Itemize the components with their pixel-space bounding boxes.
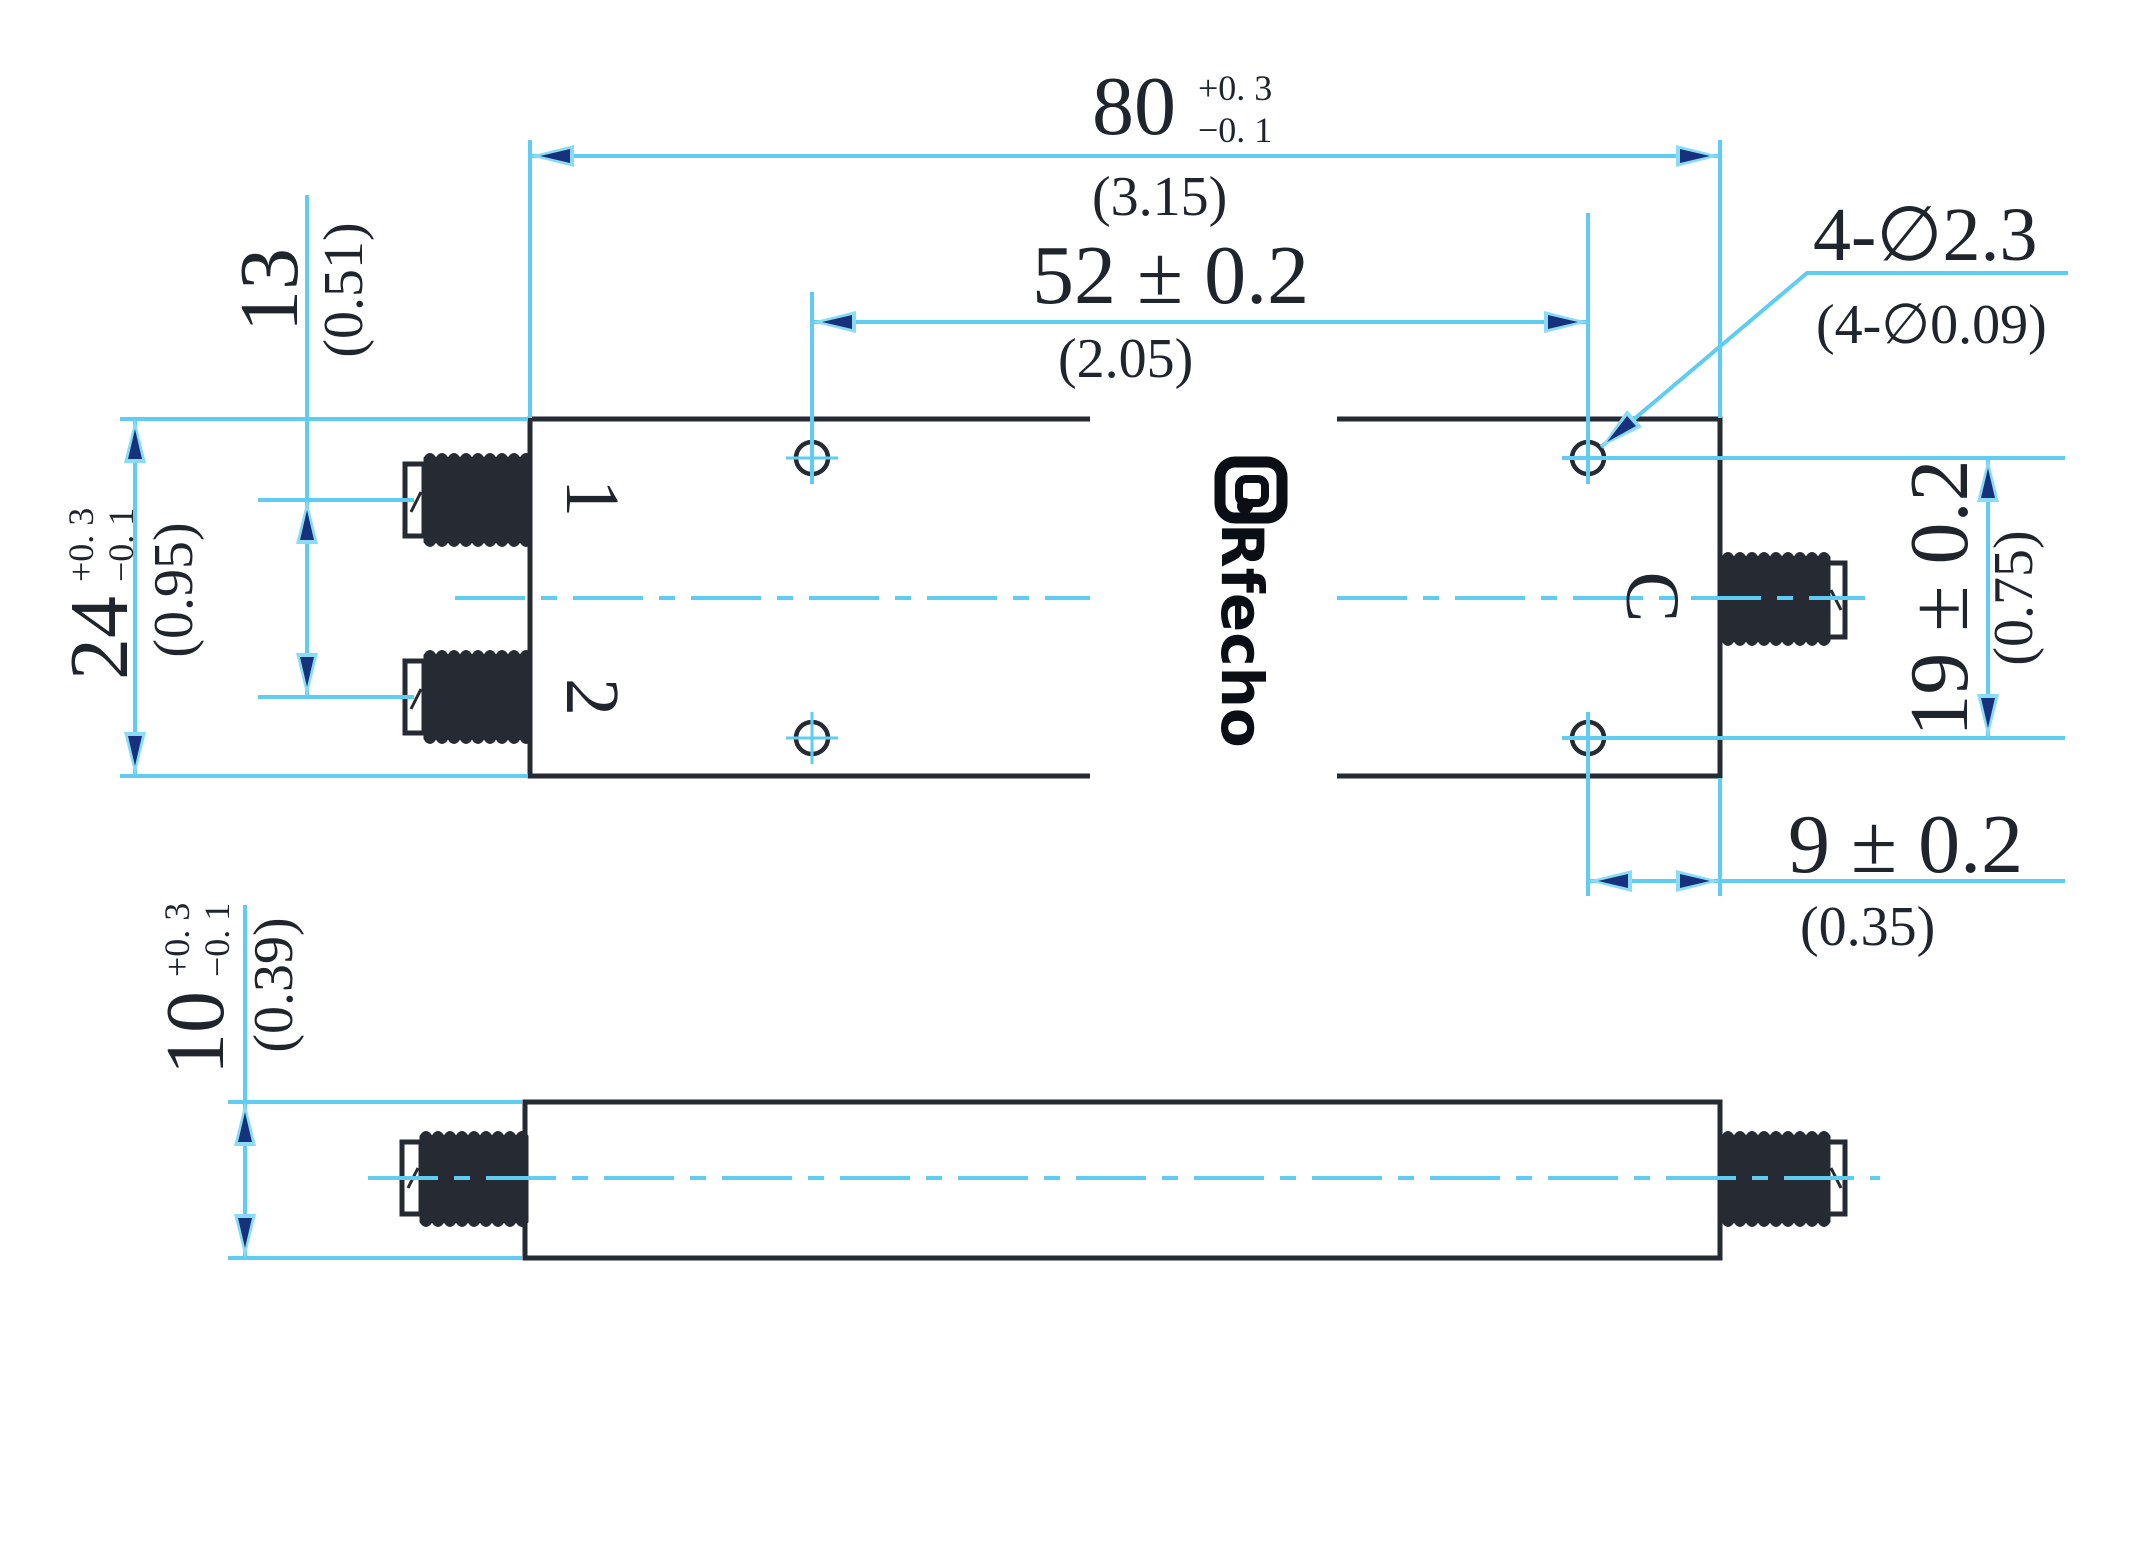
dim-length-tol-minus: −0. 1 (1198, 110, 1272, 150)
dim-hole-edge-offset-inch: (0.35) (1800, 896, 1935, 958)
arrow-19-down-core (1981, 698, 1995, 728)
arrow-hole-leader-core (1607, 416, 1636, 442)
arrow-24-down-core (128, 736, 142, 766)
port1-connector-threads (423, 453, 533, 547)
dimension-labels: 80 +0. 3 −0. 1 (3.15) 52 ± 0.2 (2.05) 4-… (53, 60, 2047, 1075)
rfecho-logo-text: Rfecho (1208, 523, 1276, 748)
arrow-24-up-core (128, 429, 142, 459)
dim-thickness-tol-plus: +0. 3 (157, 903, 197, 977)
arrow-80-right-core (1680, 149, 1710, 163)
dimension-lines (120, 140, 2068, 1260)
dim-thickness-tol-minus: −0. 1 (197, 903, 237, 977)
dim-thickness-inch: (0.39) (243, 917, 305, 1052)
dim-hole-pitch-y-inch: (0.75) (1983, 530, 2045, 665)
dim-hole-pitch-x-mm: 52 ± 0.2 (1032, 229, 1309, 322)
dim-width-tol-plus: +0. 3 (61, 508, 101, 582)
dim-hole-pitch-x-inch: (2.05) (1058, 328, 1193, 390)
common-port-connector-threads (1721, 552, 1831, 646)
arrow-80-left-core (540, 149, 570, 163)
port-labels: 1 2 C (550, 479, 1694, 716)
dim-mounting-holes-inch: (4-∅0.09) (1816, 294, 2047, 356)
rfecho-at-icon (1214, 456, 1288, 524)
top-view (402, 416, 1848, 779)
side-left-connector-threads (419, 1131, 529, 1227)
dim-width-inch: (0.95) (143, 522, 205, 657)
arrow-52-left-core (822, 315, 852, 329)
watermark-logo: Rfecho (1208, 456, 1288, 748)
dim-thickness-mm: 10 (149, 991, 242, 1075)
port2-cap-notch (409, 688, 423, 710)
dim-length-mm: 80 (1092, 60, 1176, 153)
dim-width-tol-minus: −0. 1 (101, 508, 141, 582)
dim-length-inch: (3.15) (1092, 166, 1227, 228)
port2-label: 2 (550, 678, 634, 716)
dim-length-tol-plus: +0. 3 (1198, 68, 1272, 108)
hole-callout-leader (1599, 271, 2068, 449)
dim-width-mm: 24 (53, 596, 146, 680)
dim-mounting-holes-mm: 4-∅2.3 (1813, 193, 2038, 277)
dim-port-pitch-inch: (0.51) (313, 222, 375, 357)
dim-hole-edge-offset-mm: 9 ± 0.2 (1788, 798, 2023, 891)
arrow-52-right-core (1548, 315, 1578, 329)
common-port-label: C (1610, 572, 1694, 623)
dim-port-pitch-mm: 13 (223, 248, 316, 332)
arrow-10-down-core (238, 1218, 252, 1248)
centerlines (368, 596, 1880, 1180)
arrow-19-up-core (1981, 468, 1995, 498)
arrow-9-left-core (1598, 874, 1628, 888)
arrow-9-right-core (1680, 874, 1710, 888)
dim-width-group: 24 +0. 3 −0. 1 (53, 508, 146, 680)
dim-hole-pitch-y-mm: 19 ± 0.2 (1893, 459, 1986, 736)
side-right-connector-threads (1721, 1131, 1831, 1227)
arrowheads (124, 145, 1999, 1258)
dim-thickness-group: 10 +0. 3 −0. 1 (149, 903, 242, 1075)
port1-label: 1 (550, 479, 634, 517)
arrow-13-down-core (300, 657, 314, 687)
arrow-10-up-core (238, 1112, 252, 1142)
arrow-13-up-core (300, 510, 314, 540)
port1-cap-notch (409, 491, 423, 513)
port2-connector-threads (423, 650, 533, 744)
